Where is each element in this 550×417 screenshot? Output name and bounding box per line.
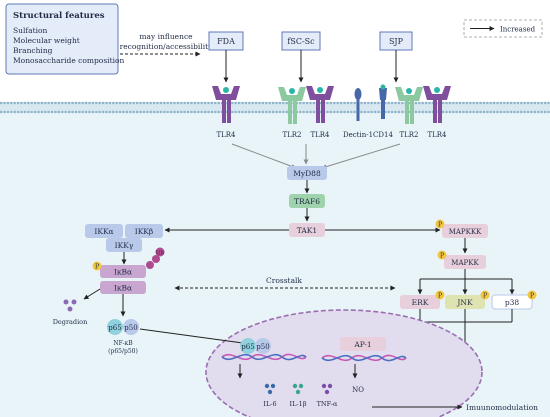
influence-line-1: may influence bbox=[139, 32, 193, 41]
svg-text:AP-1: AP-1 bbox=[353, 340, 371, 349]
receptor-tlr4-fsc bbox=[306, 86, 334, 123]
feature-branching: Branching bbox=[13, 46, 53, 55]
phospho-ikba: P bbox=[92, 261, 102, 271]
node-tak1: TAK1 bbox=[289, 223, 325, 237]
ikk-complex: IKKα IKKβ IKKγ bbox=[85, 224, 163, 252]
legend-label: Increased bbox=[500, 26, 536, 34]
phospho-jnk: P bbox=[480, 290, 490, 300]
tnfa-label: TNF-α bbox=[317, 400, 338, 408]
dna-helix-left bbox=[221, 353, 307, 361]
cell-membrane bbox=[0, 101, 550, 114]
feature-monosaccharide: Monosaccharide composition bbox=[13, 56, 124, 65]
receptor-tlr2-sjp bbox=[395, 87, 423, 124]
node-mapkk: MAPKK bbox=[444, 255, 486, 269]
p50-nuc: p50 bbox=[256, 343, 269, 351]
p65-nuc: p65 bbox=[241, 343, 254, 351]
label-tlr4-c: TLR4 bbox=[427, 131, 447, 139]
node-mapkkk: MAPKKK bbox=[442, 224, 488, 238]
degradation-label: Degradion bbox=[53, 318, 88, 326]
degradation-dots bbox=[63, 299, 77, 312]
tnfa-dots bbox=[321, 383, 333, 395]
node-jnk: JNK bbox=[445, 295, 485, 309]
nfkb-label-2: (p65/p50) bbox=[108, 348, 138, 355]
label-tlr4-a: TLR4 bbox=[216, 131, 236, 139]
svg-text:P: P bbox=[530, 293, 534, 300]
svg-text:P: P bbox=[95, 264, 99, 271]
svg-text:MyD88: MyD88 bbox=[293, 169, 321, 178]
svg-text:TAK1: TAK1 bbox=[297, 226, 317, 235]
dna-helix-right bbox=[321, 354, 407, 362]
svg-text:p38: p38 bbox=[505, 298, 520, 307]
label-tlr2-b: TLR2 bbox=[282, 131, 301, 139]
ikba-2: IκBα bbox=[114, 284, 132, 293]
svg-text:SJP: SJP bbox=[389, 37, 404, 46]
phospho-erk: P bbox=[435, 290, 445, 300]
arrow-nfkb-nucleus bbox=[139, 328, 251, 346]
receptor-tlr4-sjp bbox=[423, 86, 451, 123]
p50-cyto: p50 bbox=[124, 324, 137, 332]
arrow-ikba-degradation bbox=[83, 288, 101, 300]
receptor-cd14 bbox=[379, 84, 387, 119]
il6-label: IL-6 bbox=[263, 400, 276, 408]
receptor-dectin1 bbox=[354, 88, 362, 121]
svg-text:P: P bbox=[483, 293, 487, 300]
node-traf6: TRAF6 bbox=[289, 194, 325, 208]
ligand-sjp: SJP bbox=[379, 31, 413, 51]
il1b-dots bbox=[292, 383, 304, 395]
node-myd88: MyD88 bbox=[287, 166, 327, 180]
arrow-sjp-myd88 bbox=[321, 143, 401, 170]
ligand-fsc-sc: fSC-Sc bbox=[281, 31, 321, 51]
il6-dots bbox=[264, 383, 276, 395]
immunomodulation-label: Imuunomodulation bbox=[466, 403, 538, 412]
svg-text:JNK: JNK bbox=[456, 298, 473, 307]
svg-text:MAPKK: MAPKK bbox=[451, 259, 479, 267]
influence-line-2: recognition/accessibility bbox=[120, 42, 213, 51]
feature-sulfation: Sulfation bbox=[13, 26, 48, 35]
crosstalk-label: Crosstalk bbox=[266, 276, 302, 285]
label-tlr2-c: TLR2 bbox=[399, 131, 418, 139]
svg-text:P: P bbox=[438, 222, 442, 229]
arrow-tlr4-myd88 bbox=[231, 143, 297, 169]
ikba-stack: IκBα IκBα bbox=[100, 265, 146, 294]
ligand-fda: FDA bbox=[208, 31, 244, 51]
receptor-tlr4-fda bbox=[212, 86, 240, 123]
ikk-beta: IKKβ bbox=[135, 227, 154, 236]
phospho-mapkkk: P bbox=[435, 219, 445, 229]
node-erk: ERK bbox=[400, 295, 440, 309]
svg-text:FDA: FDA bbox=[217, 37, 235, 46]
no-label: NO bbox=[352, 386, 364, 394]
ubiquitin-chain: Ub bbox=[146, 247, 165, 269]
svg-text:P: P bbox=[438, 293, 442, 300]
label-cd14: CD14 bbox=[373, 131, 393, 139]
legend-box: Increased bbox=[463, 19, 543, 38]
node-ap1: AP-1 bbox=[340, 337, 386, 351]
label-dectin1: Dectin-1 bbox=[343, 131, 373, 139]
nfkb-nuclear: p65 p50 bbox=[240, 338, 271, 354]
feature-molecular-weight: Molecular weight bbox=[13, 36, 80, 45]
node-p38: p38 bbox=[491, 294, 533, 310]
svg-text:MAPKKK: MAPKKK bbox=[449, 228, 482, 236]
structural-features-title: Structural features bbox=[13, 11, 105, 21]
ikk-gamma: IKKγ bbox=[115, 241, 134, 250]
il1b-label: IL-1β bbox=[290, 400, 307, 408]
ikk-alpha: IKKα bbox=[94, 227, 113, 236]
ikba-1: IκBα bbox=[114, 268, 132, 277]
mapkk-branch-arrows bbox=[417, 269, 515, 295]
svg-text:TRAF6: TRAF6 bbox=[294, 197, 320, 206]
nucleus bbox=[205, 309, 483, 417]
svg-text:ERK: ERK bbox=[412, 298, 429, 307]
p65-cyto: p65 bbox=[108, 324, 121, 332]
label-tlr4-b: TLR4 bbox=[310, 131, 330, 139]
nfkb-label-1: NF-κB bbox=[113, 340, 133, 347]
structural-features-box: Structural features Sulfation Molecular … bbox=[5, 3, 124, 75]
svg-text:P: P bbox=[440, 253, 444, 260]
svg-text:fSC-Sc: fSC-Sc bbox=[287, 37, 315, 46]
phospho-p38: P bbox=[527, 290, 537, 300]
ub-label: Ub bbox=[156, 251, 165, 257]
phospho-mapkk: P bbox=[437, 250, 447, 260]
receptor-tlr2-fsc bbox=[278, 87, 306, 124]
nfkb-cytoplasm: p65 p50 bbox=[107, 319, 139, 335]
